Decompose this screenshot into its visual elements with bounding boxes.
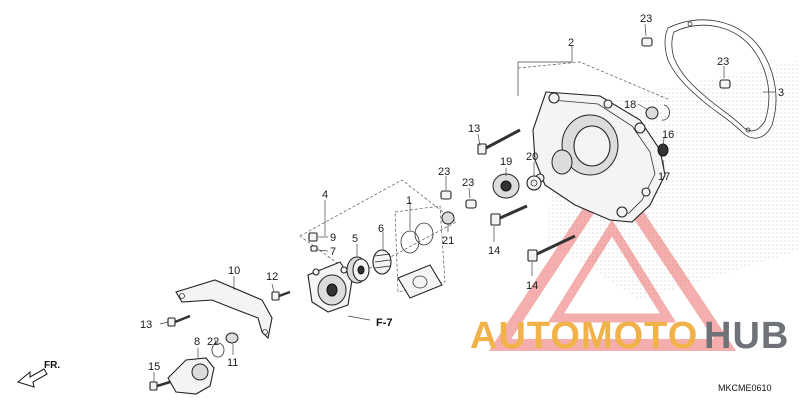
callout-2: 2	[568, 37, 574, 49]
dowel-pin	[641, 37, 653, 47]
callout-20: 20	[526, 151, 538, 163]
leader-lines	[153, 23, 775, 382]
gasket-hole	[687, 21, 693, 27]
cover-outline	[517, 61, 671, 101]
callout-17: 17	[658, 171, 670, 183]
bolt-part	[271, 290, 291, 301]
callout-23d: 23	[462, 177, 474, 189]
callout-10: 10	[228, 265, 240, 277]
watermark-triangle-outer	[488, 164, 737, 351]
bolt-part	[477, 128, 521, 155]
callout-14a: 14	[488, 245, 500, 257]
callout-13b: 13	[140, 319, 152, 331]
gasket-inner	[671, 24, 770, 132]
circlip-part	[661, 104, 670, 121]
bleed-bolt-part	[308, 232, 318, 242]
callout-22: 22	[207, 336, 219, 348]
assembly-outline-4	[299, 179, 457, 277]
washer-small-part	[310, 245, 318, 252]
diagram-code: MKCME0610	[718, 383, 772, 393]
callout-6: 6	[378, 223, 384, 235]
dowel-pin	[719, 79, 731, 89]
front-arrow-icon	[16, 368, 48, 388]
bolt-part	[490, 204, 528, 226]
seal-part	[441, 211, 455, 225]
gasket-part	[664, 19, 777, 139]
washer-part	[526, 175, 542, 191]
callout-8: 8	[194, 336, 200, 348]
callout-15: 15	[148, 361, 160, 373]
callout-12: 12	[266, 271, 278, 283]
thermostat-port	[191, 363, 209, 381]
callout-labels: 23 2 23 3 18 13 16 20 19 17 23 23 4 1 6 …	[140, 13, 784, 373]
callout-16: 16	[662, 129, 674, 141]
callout-23c: 23	[438, 166, 450, 178]
bracket-hole	[262, 329, 268, 335]
bolt-part	[527, 234, 576, 262]
callout-13a: 13	[468, 123, 480, 135]
callout-14b: 14	[526, 280, 538, 292]
watermark-logo	[488, 164, 737, 351]
mechanical-seal-part	[372, 249, 392, 275]
watermark-triangle-inner	[547, 219, 677, 323]
callout-4: 4	[322, 189, 328, 201]
pump-gasket-part	[397, 264, 443, 299]
o-ring-part	[400, 230, 420, 254]
pump-gasket-hole	[412, 275, 428, 289]
bolt-part	[149, 380, 171, 391]
bolt-part	[167, 314, 191, 327]
seal-part	[225, 332, 239, 344]
bracket-hole	[179, 293, 185, 299]
callout-18: 18	[624, 99, 636, 111]
callout-3: 3	[778, 87, 784, 99]
bracket-part	[175, 279, 273, 340]
impeller-part	[346, 256, 370, 284]
callout-1: 1	[406, 195, 412, 207]
callout-9: 9	[330, 232, 336, 244]
bearing-inner	[500, 180, 512, 192]
watermark-text-part2: HUB	[704, 315, 789, 357]
callout-19: 19	[500, 156, 512, 168]
watermark-text-part1: AUTOMOTO	[470, 315, 698, 357]
dowel-pin	[465, 199, 477, 209]
watermark-text: AUTOMOTO HUB	[470, 315, 789, 357]
gasket-hole	[745, 127, 751, 133]
washer-inner	[530, 179, 538, 187]
callout-7: 7	[330, 246, 336, 258]
front-direction-indicator: FR.	[16, 360, 60, 388]
front-label: FR.	[44, 360, 60, 371]
assembly-outline-1	[394, 205, 446, 293]
water-pump-body	[307, 261, 353, 313]
callout-21: 21	[442, 235, 454, 247]
dowel-pin	[440, 190, 452, 200]
cover-part	[532, 91, 666, 223]
reference-label: F-7	[376, 317, 393, 329]
callout-11: 11	[227, 357, 238, 369]
o-ring-part	[211, 342, 225, 358]
callout-5: 5	[352, 233, 358, 245]
bearing-part	[645, 106, 659, 120]
callout-23b: 23	[717, 56, 729, 68]
callout-23a: 23	[640, 13, 652, 25]
o-ring-part	[414, 222, 434, 246]
